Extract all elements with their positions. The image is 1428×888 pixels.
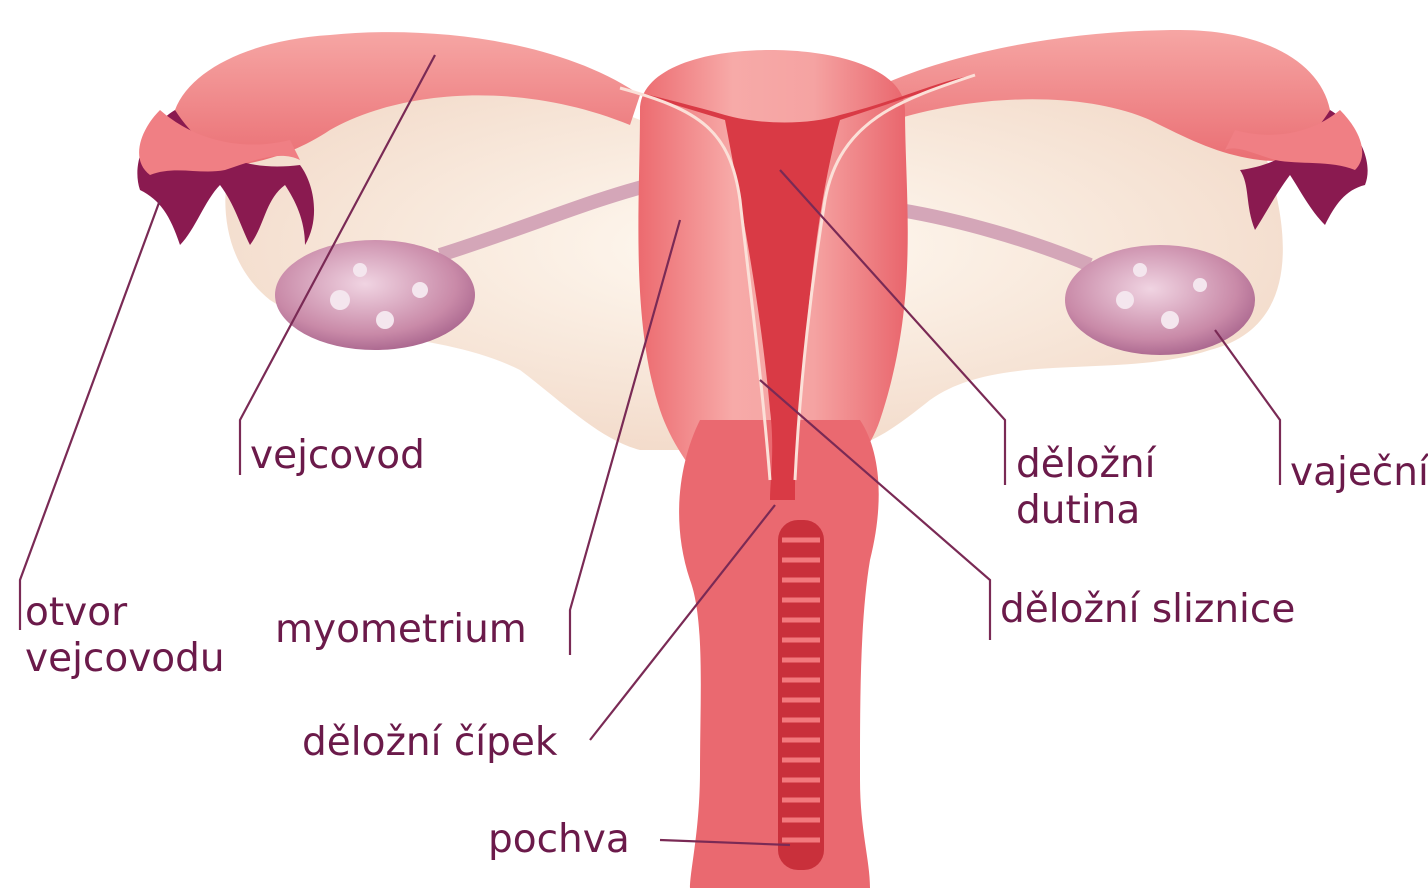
label-vajecnik: vaječník: [1290, 450, 1428, 496]
label-otvor-vejcovodu: otvor vejcovodu: [25, 590, 225, 682]
leader-vajecnik: [1215, 330, 1280, 485]
label-delozni-cipek: děložní čípek: [302, 720, 557, 766]
left-ovary: [275, 240, 475, 350]
label-myometrium: myometrium: [275, 607, 527, 653]
label-pochva: pochva: [488, 817, 630, 863]
right-ovary: [1065, 245, 1255, 355]
label-delozni-sliznice: děložní sliznice: [1000, 587, 1295, 633]
label-vejcovod: vejcovod: [250, 433, 425, 479]
leader-otvor-vejcovodu: [20, 200, 160, 630]
label-delozni-dutina: děložní dutina: [1016, 442, 1155, 534]
